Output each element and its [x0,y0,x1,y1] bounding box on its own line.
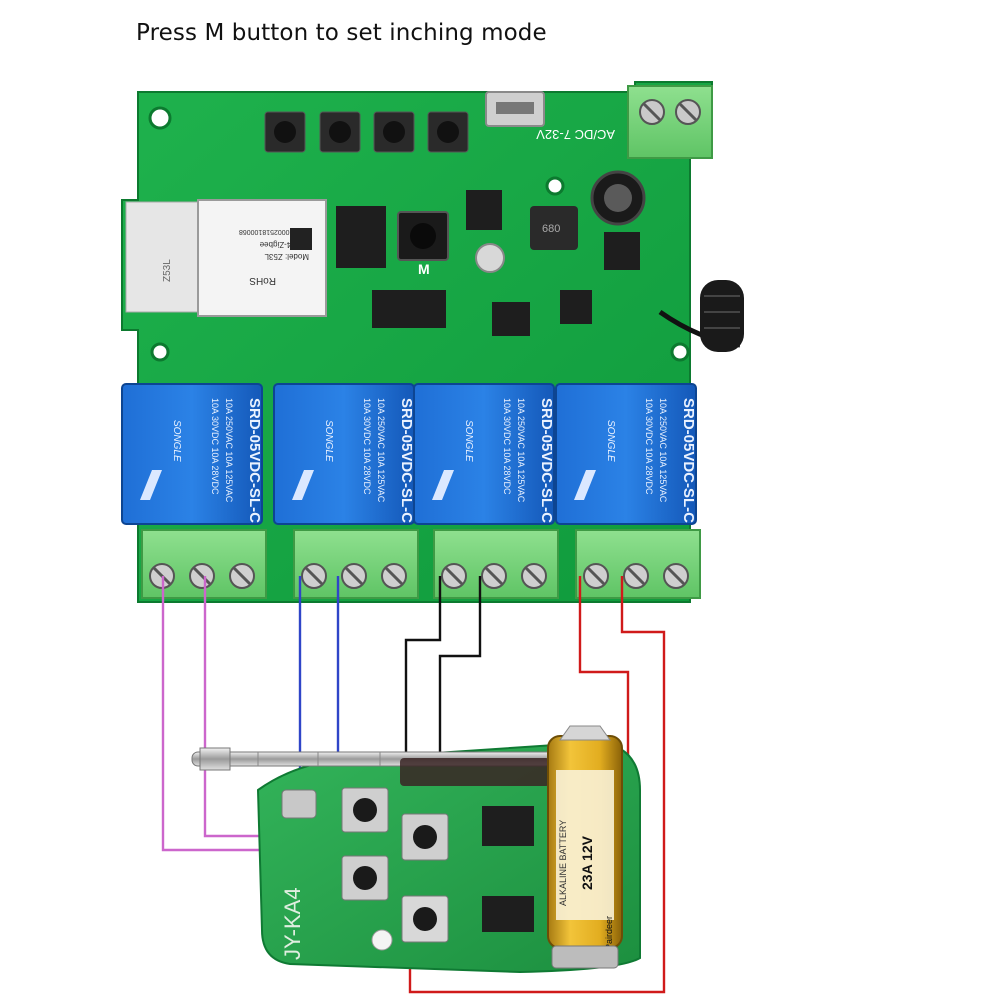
ic-chip-icon [604,232,640,270]
songle-logo-icon [292,470,314,500]
module-sn: S/N: 10002518100068 [239,228,309,235]
qr-code-icon [290,228,312,250]
module-pn: P/N: 4-Zigbee [259,240,309,249]
module-rohs: RoHS [249,275,276,286]
remote-board: JY-KA4 ALKALINE BATTERY 23A 12V Pairdeer [191,725,641,974]
ic-chip-icon [482,896,534,932]
relay-board: AC/DC 7-32V RoHS Model: Z53L P/N: 4-Zigb… [121,81,744,603]
inductor-icon [530,206,578,250]
battery-icon: ALKALINE BATTERY 23A 12V Pairdeer [547,725,623,969]
battery-brand: Pairdeer [604,916,614,950]
inductor-label: 680 [542,223,560,235]
ic-chip-icon [560,290,592,324]
screw-terminal-2 [293,529,419,599]
mount-hole-icon [148,106,172,130]
relay-model-label: SRD-05VDC-SL-C [538,398,555,523]
relay-rating-label: 10A 30VDC 10A 28VDC [362,398,372,495]
screw-terminal-4 [575,529,701,599]
ic-chip-icon [372,290,446,328]
battery-model: 23A 12V [579,835,595,890]
ic-chip-icon [492,302,530,336]
m-button-label: M [418,261,430,277]
relay-4: SRD-05VDC-SL-C 10A 250VAC 10A 125VAC 10A 3… [555,383,701,599]
crystal-icon [281,789,317,819]
relay-brand-label: SONGLE [605,420,616,462]
relay-brand-label: SONGLE [323,420,334,462]
tactile-buttons-row [264,111,469,153]
relay-rating-label: 10A 250VAC 10A 125VAC [658,398,668,503]
wire-relay3-a [404,576,442,850]
relay-rating-label: 10A 250VAC 10A 125VAC [376,398,386,503]
antenna-coil-icon [658,280,744,352]
mount-hole-icon [545,176,565,196]
songle-logo-icon [574,470,596,500]
power-terminal [627,85,713,159]
wire-relay3-b [438,576,482,830]
power-label: AC/DC 7-32V [536,127,615,142]
screw-terminal-3 [433,529,559,599]
relay-model-label: SRD-05VDC-SL-C [680,398,697,523]
relay-1: SRD-05VDC-SL-C 10A 250VAC 10A 125VAC 10A 3… [121,383,267,599]
ic-chip-icon [482,806,534,846]
relay-3: SRD-05VDC-SL-C 10A 250VAC 10A 125VAC 10A 3… [413,383,559,599]
remote-board-label: JY-KA4 [280,887,305,960]
battery-type: ALKALINE BATTERY [558,820,568,906]
telescopic-antenna-icon [191,747,573,786]
relay-brand-label: SONGLE [171,420,182,462]
songle-logo-icon [140,470,162,500]
relay-model-label: SRD-05VDC-SL-C [398,398,415,523]
relay-model-label: SRD-05VDC-SL-C [246,398,263,523]
module-side-label: Z53L [162,259,173,282]
zigbee-module: RoHS Model: Z53L P/N: 4-Zigbee S/N: 1000… [125,199,327,317]
relay-rating-label: 10A 250VAC 10A 125VAC [224,398,234,503]
relay-brand-label: SONGLE [463,420,474,462]
led-icon [371,929,393,951]
relay-rating-label: 10A 30VDC 10A 28VDC [644,398,654,495]
ic-chip-icon [336,206,386,268]
ic-chip-icon [466,190,502,230]
mount-hole-icon [150,342,170,362]
relay-rating-label: 10A 250VAC 10A 125VAC [516,398,526,503]
wire-relay4-b [408,576,666,994]
mount-hole-icon [670,342,690,362]
module-model: Model: Z53L [264,252,309,261]
relay-rating-label: 10A 30VDC 10A 28VDC [210,398,220,495]
relay-rating-label: 10A 30VDC 10A 28VDC [502,398,512,495]
songle-logo-icon [432,470,454,500]
relay-2: SRD-05VDC-SL-C 10A 250VAC 10A 125VAC 10A 3… [273,383,419,599]
caption-text: Press M button to set inching mode [136,20,547,46]
